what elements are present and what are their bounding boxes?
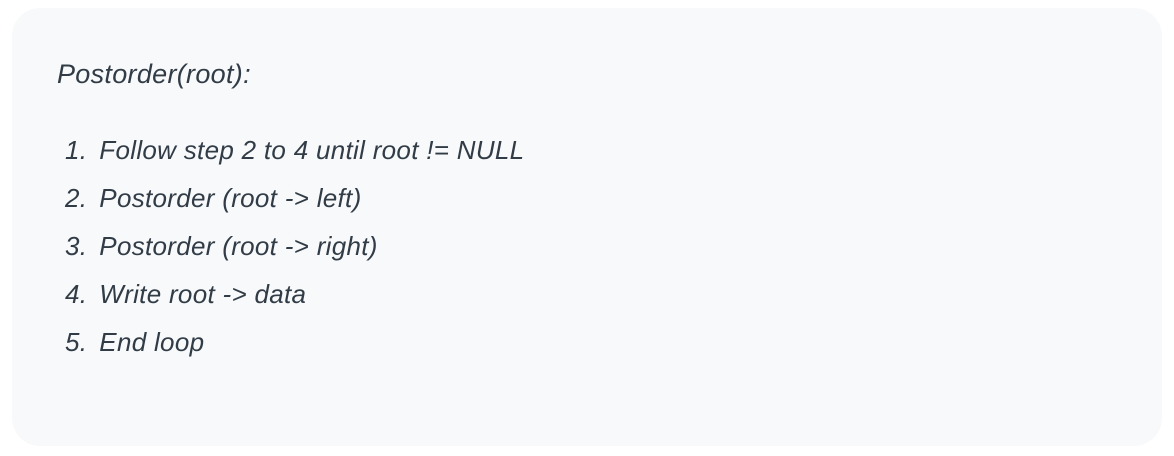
pseudocode-step: 4. Write root -> data: [65, 270, 1117, 318]
pseudocode-step: 2. Postorder (root -> left): [65, 174, 1117, 222]
step-text: Postorder (root -> left): [99, 182, 362, 213]
step-number: 1.: [65, 134, 88, 165]
step-text: End loop: [99, 326, 205, 357]
step-text: Write root -> data: [99, 278, 307, 309]
pseudocode-step: 3. Postorder (root -> right): [65, 222, 1117, 270]
step-number: 5.: [65, 326, 88, 357]
pseudocode-step: 5. End loop: [65, 318, 1117, 366]
pseudocode-step-list: 1. Follow step 2 to 4 until root != NULL…: [57, 126, 1117, 366]
step-text: Follow step 2 to 4 until root != NULL: [99, 134, 525, 165]
step-number: 4.: [65, 278, 88, 309]
step-text: Postorder (root -> right): [99, 230, 378, 261]
step-number: 3.: [65, 230, 88, 261]
pseudocode-title: Postorder(root):: [57, 59, 251, 89]
pseudocode-card: Postorder(root): 1. Follow step 2 to 4 u…: [12, 8, 1162, 446]
step-number: 2.: [65, 182, 88, 213]
pseudocode-step: 1. Follow step 2 to 4 until root != NULL: [65, 126, 1117, 174]
